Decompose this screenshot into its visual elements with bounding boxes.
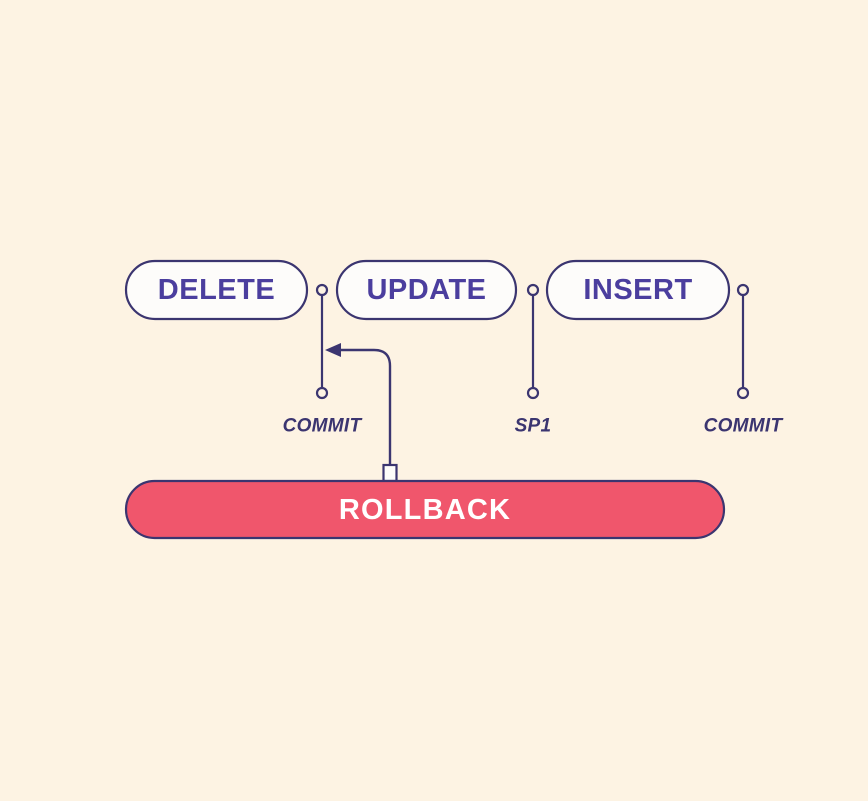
operation-label-insert: INSERT: [583, 274, 692, 306]
marker-dot-bottom: [526, 386, 540, 400]
operation-node-delete[interactable]: DELETE: [124, 259, 309, 321]
rollback-arrow-head: [325, 343, 341, 357]
marker-label-commit-2: COMMIT: [704, 416, 784, 437]
marker-dot-top: [736, 283, 750, 297]
marker-dot-bottom: [315, 386, 329, 400]
marker-label-savepoint-1: SP1: [515, 416, 552, 437]
marker-label-commit-1: COMMIT: [283, 416, 363, 437]
marker-commit-1[interactable]: COMMIT: [283, 283, 363, 437]
rollback-arrow: [325, 343, 398, 483]
operation-pill-shape: [335, 259, 518, 321]
operation-label-update: UPDATE: [366, 274, 486, 306]
operation-label-delete: DELETE: [158, 274, 275, 306]
rollback-label: ROLLBACK: [339, 494, 511, 526]
marker-dot-bottom: [736, 386, 750, 400]
rollback-arrow-path: [337, 348, 392, 467]
marker-commit-2[interactable]: COMMIT: [704, 283, 784, 437]
operation-pill-shape: [545, 259, 731, 321]
operation-pill-shape: [124, 259, 309, 321]
operation-node-insert[interactable]: INSERT: [545, 259, 731, 321]
marker-dot-top: [315, 283, 329, 297]
rollback-node[interactable]: ROLLBACK: [124, 479, 726, 540]
rollback-arrow-handle: [382, 463, 398, 483]
rollback-bar-shape: [124, 479, 726, 540]
operation-node-update[interactable]: UPDATE: [335, 259, 518, 321]
marker-savepoint-1[interactable]: SP1: [515, 283, 552, 437]
marker-dot-top: [526, 283, 540, 297]
